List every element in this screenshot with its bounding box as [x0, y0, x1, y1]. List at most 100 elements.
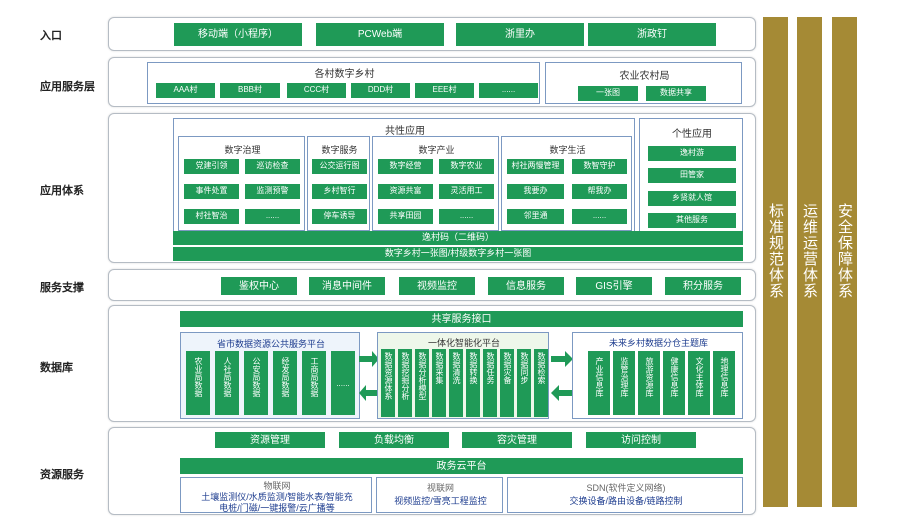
industry-item[interactable]: 数字农业: [439, 159, 494, 174]
support-info[interactable]: 信息服务: [488, 277, 564, 295]
personal-title: 个性应用: [672, 129, 712, 140]
support-video[interactable]: 视频监控: [399, 277, 475, 295]
provincial-item[interactable]: 农业局数据: [186, 351, 210, 415]
provincial-item[interactable]: 公安局数据: [244, 351, 268, 415]
life-box: 数字生活 村社两慢管理 数智守护 我要办 帮我办 邻里通 ......: [501, 136, 632, 231]
entry-zhezhengding[interactable]: 浙政钉: [588, 23, 716, 46]
sdn-title: SDN(软件定义网络): [586, 483, 666, 493]
integrated-item[interactable]: 数据资源体系: [381, 349, 395, 417]
support-gis[interactable]: GIS引擎: [576, 277, 652, 295]
governance-item[interactable]: 党建引领: [184, 159, 239, 174]
life-item[interactable]: ......: [572, 209, 627, 224]
pillar-standards: 标准规范体系: [763, 17, 788, 507]
video-net-box: 视联网 视频监控/雪亮工程监控: [376, 477, 503, 513]
common-title: 共性应用: [385, 126, 425, 137]
support-mq[interactable]: 消息中间件: [309, 277, 385, 295]
integrated-item[interactable]: 数据同步: [517, 349, 531, 417]
personal-apps-box: 个性应用 逸村游 田管家 乡贤就人馆 其他服务: [639, 118, 743, 234]
village-item[interactable]: EEE村: [415, 83, 474, 98]
row-label-resource: 资源服务: [40, 469, 84, 481]
industry-item[interactable]: ......: [439, 209, 494, 224]
iot-box: 物联网 土壤监测仪/水质监测/智能水表/智能充 电桩/门磁/一键报警/云广播等: [180, 477, 372, 513]
village-item[interactable]: BBB村: [220, 83, 280, 98]
village-item[interactable]: AAA村: [156, 83, 215, 98]
industry-item[interactable]: 数字经营: [378, 159, 433, 174]
future-item[interactable]: 旅游资源库: [638, 351, 660, 415]
agri-item-share[interactable]: 数据共享: [646, 86, 706, 101]
village-item[interactable]: DDD村: [351, 83, 410, 98]
provincial-item[interactable]: 工商局数据: [302, 351, 326, 415]
service-item[interactable]: 乡村智行: [312, 184, 367, 199]
life-item[interactable]: 帮我办: [572, 184, 627, 199]
future-item[interactable]: 产业信息库: [588, 351, 610, 415]
personal-item[interactable]: 其他服务: [648, 213, 736, 228]
common-apps-box: 共性应用 数字治理 党建引领 巡访检查 事件处置 监测预警 村社智治 .....…: [173, 118, 635, 234]
integrated-item[interactable]: 数据采集: [432, 349, 446, 417]
share-interface-bar[interactable]: 共享服务接口: [180, 311, 743, 327]
governance-item[interactable]: 巡访检查: [245, 159, 300, 174]
provincial-item[interactable]: 经发局数据: [273, 351, 297, 415]
iot-line-1: 土壤监测仪/水质监测/智能水表/智能充: [201, 492, 353, 502]
integrated-item[interactable]: 数据任务: [483, 349, 497, 417]
integrated-item[interactable]: 数据检索: [534, 349, 548, 417]
resource-mgmt[interactable]: 资源管理: [215, 432, 325, 448]
row-label-support: 服务支撑: [40, 282, 84, 294]
future-item[interactable]: 监管治理库: [613, 351, 635, 415]
personal-item[interactable]: 乡贤就人馆: [648, 191, 736, 206]
agri-item-map[interactable]: 一张图: [578, 86, 638, 101]
support-panel: 鉴权中心 消息中间件 视频监控 信息服务 GIS引擎 积分服务: [108, 269, 756, 301]
app-system-panel: 共性应用 数字治理 党建引领 巡访检查 事件处置 监测预警 村社智治 .....…: [108, 113, 756, 263]
resource-panel: 资源管理 负载均衡 容灾管理 访问控制 政务云平台 物联网 土壤监测仪/水质监测…: [108, 427, 756, 515]
video-net-line: 视频监控/雪亮工程监控: [394, 496, 487, 506]
industry-title: 数字产业: [418, 145, 455, 155]
entry-zheliban[interactable]: 浙里办: [456, 23, 584, 46]
service-item[interactable]: 停车诱导: [312, 209, 367, 224]
governance-item[interactable]: 村社智治: [184, 209, 239, 224]
industry-item[interactable]: 灵活用工: [439, 184, 494, 199]
governance-item[interactable]: 监测预警: [245, 184, 300, 199]
row-label-database: 数据库: [40, 362, 73, 374]
access-control[interactable]: 访问控制: [586, 432, 696, 448]
future-item[interactable]: 健康信息库: [663, 351, 685, 415]
personal-item[interactable]: 田管家: [648, 168, 736, 183]
life-item[interactable]: 数智守护: [572, 159, 627, 174]
future-item[interactable]: 地理信息库: [713, 351, 735, 415]
personal-item[interactable]: 逸村游: [648, 146, 736, 161]
integrated-item[interactable]: 数据灾备: [500, 349, 514, 417]
database-panel: 共享服务接口 省市数据资源公共服务平台 农业局数据 人社局数据 公安局数据 经发…: [108, 305, 756, 422]
row-label-entry: 入口: [40, 30, 62, 42]
iot-title: 物联网: [263, 481, 291, 491]
governance-item[interactable]: 事件处置: [184, 184, 239, 199]
entry-mobile[interactable]: 移动端（小程序）: [174, 23, 302, 46]
village-item[interactable]: CCC村: [287, 83, 346, 98]
industry-item[interactable]: 资源共富: [378, 184, 433, 199]
provincial-item[interactable]: ......: [331, 351, 355, 415]
load-balance[interactable]: 负载均衡: [339, 432, 449, 448]
village-qr-bar[interactable]: 逸村码（二维码）: [173, 231, 743, 245]
support-auth[interactable]: 鉴权中心: [221, 277, 297, 295]
village-item[interactable]: ......: [479, 83, 538, 98]
governance-item[interactable]: ......: [245, 209, 300, 224]
support-points[interactable]: 积分服务: [665, 277, 741, 295]
gov-cloud-bar[interactable]: 政务云平台: [180, 458, 743, 474]
future-item[interactable]: 文化主体库: [688, 351, 710, 415]
industry-item[interactable]: 共享田园: [378, 209, 433, 224]
integrated-item[interactable]: 数据清洗: [449, 349, 463, 417]
pillar-security: 安全保障体系: [832, 17, 857, 507]
provincial-item[interactable]: 人社局数据: [215, 351, 239, 415]
row-label-app-service: 应用服务层: [40, 81, 95, 93]
integrated-item[interactable]: 数据分析模型: [415, 349, 429, 417]
entry-panel: 移动端（小程序） PCWeb端 浙里办 浙政钉: [108, 17, 756, 51]
pillar-operations: 运维运营体系: [797, 17, 822, 507]
disaster-mgmt[interactable]: 容灾管理: [462, 432, 572, 448]
entry-pcweb[interactable]: PCWeb端: [316, 23, 444, 46]
service-item[interactable]: 公交运行图: [312, 159, 367, 174]
life-item[interactable]: 我要办: [507, 184, 564, 199]
life-item[interactable]: 邻里通: [507, 209, 564, 224]
integrated-item[interactable]: 数据转换: [466, 349, 480, 417]
service-title: 数字服务: [321, 145, 358, 155]
governance-title: 数字治理: [224, 145, 261, 155]
one-map-bar[interactable]: 数字乡村一张图/村级数字乡村一张图: [173, 247, 743, 261]
life-item[interactable]: 村社两慢管理: [507, 159, 564, 174]
integrated-item[interactable]: 数据挖掘分析: [398, 349, 412, 417]
